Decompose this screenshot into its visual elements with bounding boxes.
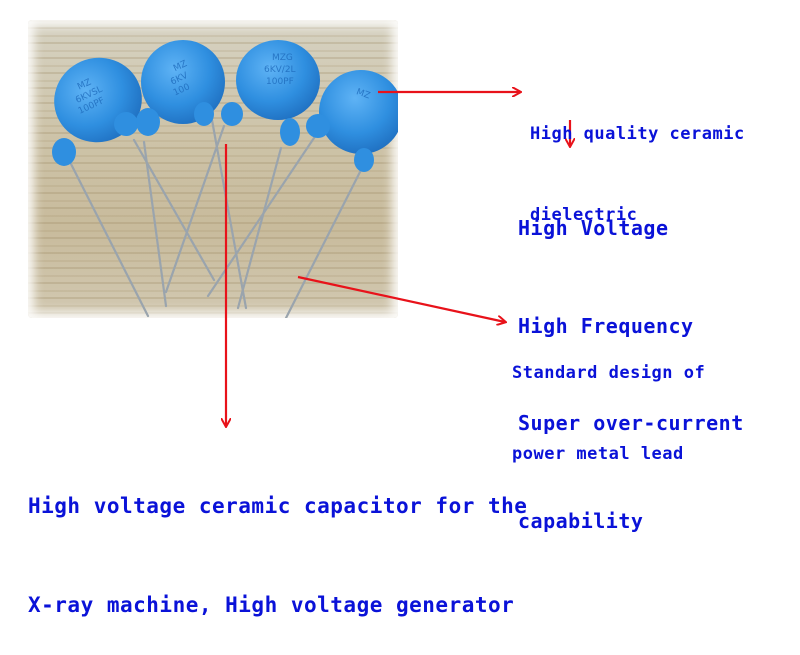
svg-text:100PF: 100PF — [266, 77, 294, 87]
capacitor-illustration: MZ 6KVSL 100PF MZ 6KV 100 MZG 6KV/2L 100… — [52, 40, 398, 318]
capacitor-bodies — [52, 40, 398, 172]
annotation-line: Standard design of — [512, 363, 706, 383]
annotation-line: power metal lead — [512, 444, 684, 464]
description-line: High voltage ceramic capacitor for the — [28, 494, 528, 518]
feature-high-frequency: High Frequency — [518, 313, 694, 338]
annotation-line: dielectric — [530, 205, 638, 225]
lead-annotation: Standard design of power metal lead — [512, 306, 705, 495]
metal-leads — [68, 118, 364, 318]
product-description: High voltage ceramic capacitor for the X… — [28, 424, 527, 655]
svg-text:6KV/2L: 6KV/2L — [264, 65, 296, 75]
feature-high-voltage: High Voltage — [518, 216, 669, 240]
capacitor-markings: MZ 6KVSL 100PF MZ 6KV 100 MZG 6KV/2L 100… — [74, 53, 371, 117]
dielectric-annotation: High quality ceramic dielectric — [530, 67, 745, 256]
annotation-line: High quality ceramic — [530, 124, 745, 144]
feature-capability: capability — [518, 508, 644, 533]
feature-over-current: Super over-current — [518, 411, 744, 435]
svg-text:MZ: MZ — [355, 87, 372, 101]
svg-text:MZG: MZG — [272, 53, 293, 63]
capacitor-photo: MZ 6KVSL 100PF MZ 6KV 100 MZG 6KV/2L 100… — [28, 20, 398, 318]
description-line: X-ray machine, High voltage generator — [28, 593, 515, 617]
